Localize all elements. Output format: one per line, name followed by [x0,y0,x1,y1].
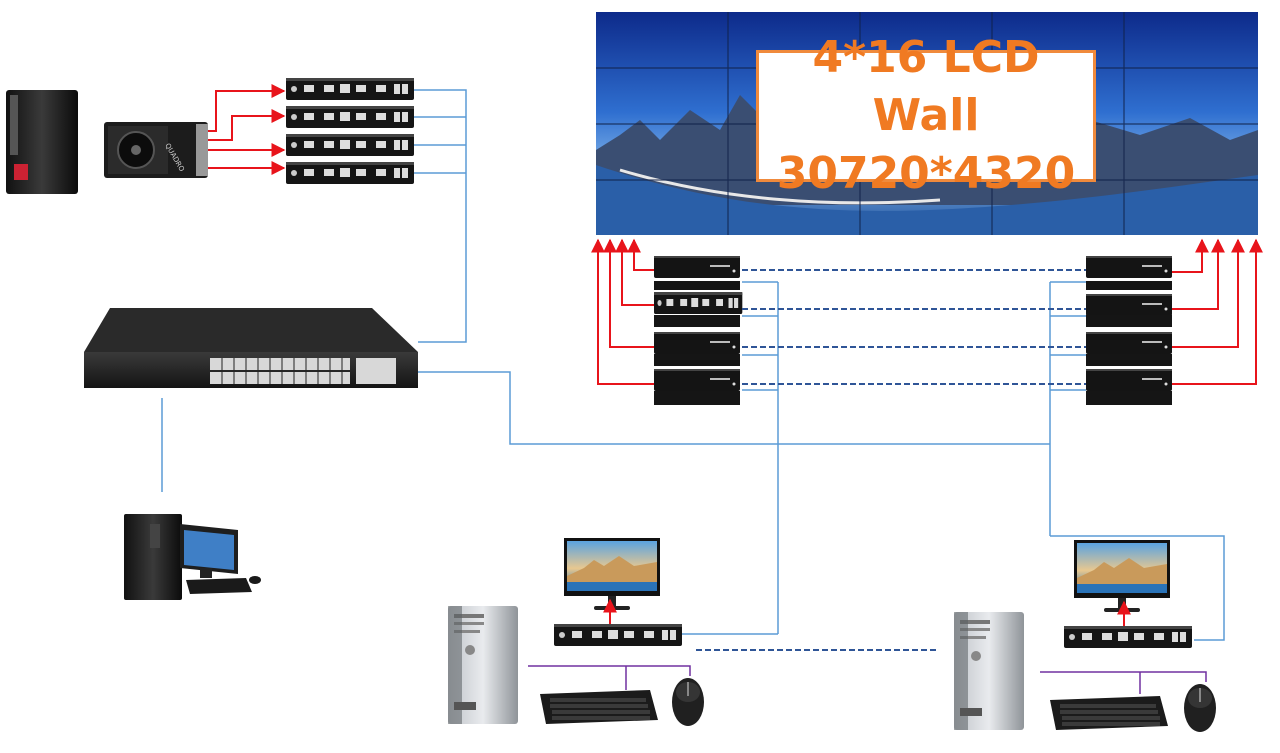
gpu-output-arrows [208,84,286,175]
wall-input-arrows-right [1172,238,1263,385]
encoder-stack [286,78,414,184]
network-switch [84,308,418,388]
operator-station-2 [954,540,1216,732]
workstation-tower [6,90,78,194]
wall-resolution-label: 4*16 LCD Wall 30720*4320 [756,32,1096,199]
wall-resolution: 30720*4320 [776,148,1076,199]
wall-input-arrows-left [591,238,654,385]
operator-station-1 [448,538,704,726]
decoder-column-left [654,256,743,405]
control-pc [124,514,261,600]
wall-title: 4*16 LCD Wall [812,32,1040,141]
graphics-card: QUADRO [104,122,208,178]
decoder-column-right [1086,256,1172,405]
network-cabling [161,89,1225,641]
decoder-dashed-links [742,269,1086,385]
